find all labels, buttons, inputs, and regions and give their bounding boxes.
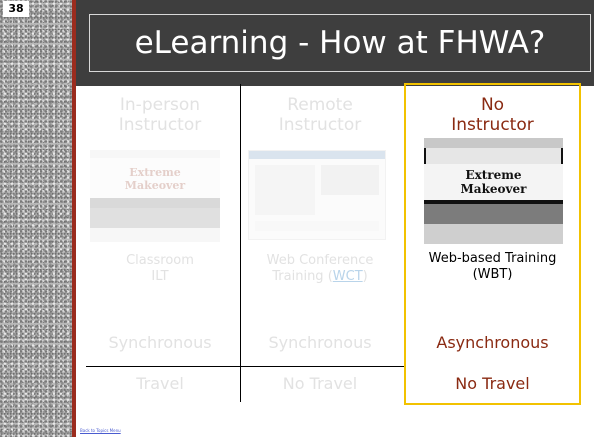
col3-label-line2: (WBT) — [472, 267, 513, 282]
granite-sidebar — [0, 0, 72, 437]
col1-thumbnail: Extreme Makeover — [90, 150, 220, 242]
col2-travel: No Travel — [282, 374, 358, 393]
col2-mode: Synchronous — [268, 333, 372, 352]
col3-heading-line1: No — [480, 95, 505, 115]
col1-label-line2: ILT — [151, 269, 169, 284]
slide-number: 38 — [3, 1, 29, 17]
col3-mode: Asynchronous — [436, 333, 549, 352]
column-divider-1 — [240, 84, 241, 402]
col1-thumb-text1: Extreme — [129, 166, 181, 179]
col3-label-line1: Web-based Training — [428, 251, 557, 266]
red-divider-line — [72, 0, 76, 437]
col2-label-prefix: Training ( — [272, 269, 333, 284]
back-to-topics-link[interactable]: Back to Topics Menu — [80, 428, 121, 433]
col2-heading: Remote Instructor — [245, 95, 395, 135]
highlight-box — [404, 83, 581, 405]
col3-heading-line2: Instructor — [451, 115, 534, 135]
col1-label: Classroom ILT — [86, 253, 234, 285]
col3-travel: No Travel — [455, 374, 530, 393]
col3-thumbnail: Extreme Makeover — [424, 138, 563, 244]
col1-heading-line2: Instructor — [118, 115, 202, 135]
col3-heading: No Instructor — [406, 95, 579, 135]
col2-label-line2: Training (WCT) — [245, 269, 395, 285]
slide-title: eLearning - How at FHWA? — [89, 14, 591, 72]
col2-heading-line1: Remote — [287, 95, 353, 115]
col2-heading-line2: Instructor — [278, 115, 362, 135]
col3-label: Web-based Training (WBT) — [406, 251, 579, 283]
wct-link[interactable]: WCT — [332, 269, 363, 284]
col2-label-suffix: ) — [362, 269, 368, 284]
col1-label-line1: Classroom — [126, 253, 194, 268]
col1-heading: In-person Instructor — [86, 95, 234, 135]
col2-thumbnail — [248, 150, 386, 240]
col3-thumb-text1: Extreme — [465, 168, 522, 182]
col1-mode: Synchronous — [108, 333, 212, 352]
col2-label: Web Conference Training (WCT) — [245, 253, 395, 285]
col3-thumb-text2: Makeover — [460, 182, 527, 196]
col1-thumb-text2: Makeover — [124, 179, 186, 192]
row-divider — [86, 366, 404, 367]
col1-heading-line1: In-person — [119, 95, 201, 115]
col2-label-line1: Web Conference — [266, 253, 374, 268]
col1-travel: Travel — [136, 374, 184, 393]
